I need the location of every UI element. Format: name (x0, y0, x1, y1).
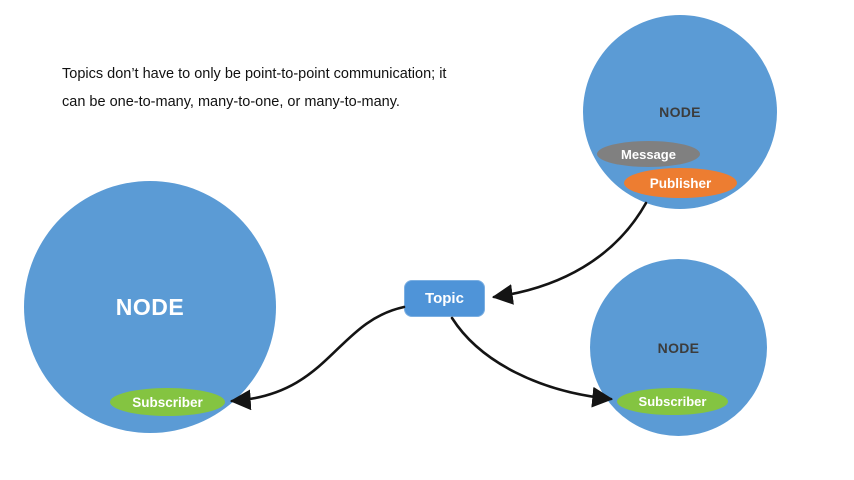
node-bottom-right-label: NODE (657, 339, 700, 356)
caption-text: Topics don’t have to only be point-to-po… (62, 66, 447, 110)
node-top-right-label: NODE (659, 104, 701, 120)
subscriber-pill-bottom-right: Subscriber (617, 388, 728, 415)
subscriber-pill-left: Subscriber (110, 388, 225, 416)
topic-box: Topic (404, 280, 485, 317)
publisher-pill: Publisher (624, 168, 737, 198)
message-pill: Message (597, 141, 700, 167)
arrow-topic-to-bottom-right-subscriber (450, 316, 614, 408)
node-left-label: NODE (115, 293, 185, 320)
